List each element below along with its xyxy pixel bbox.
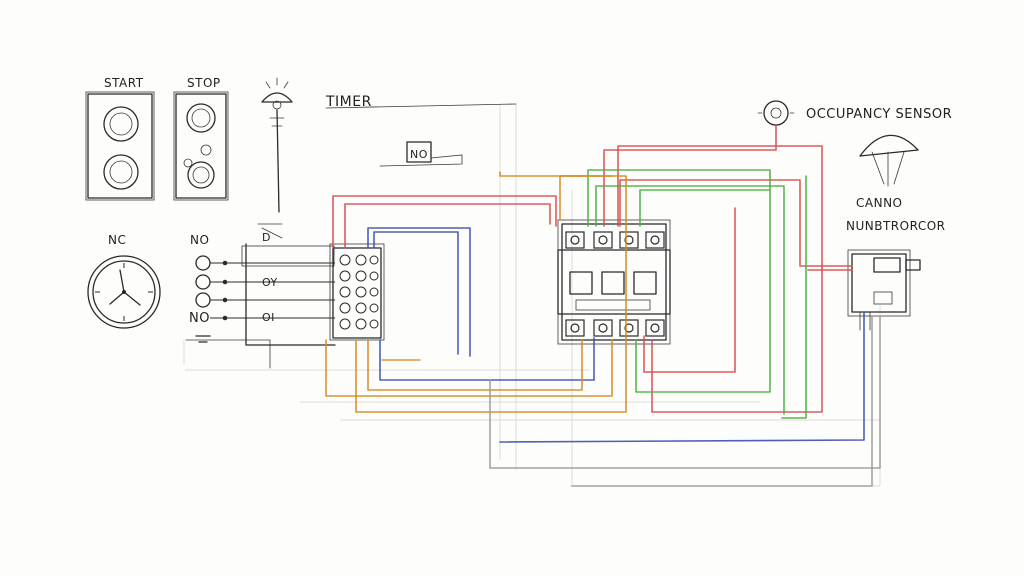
control-label-line2: NUNBTRORCOR: [846, 219, 945, 233]
gray-wire: [489, 315, 881, 469]
start-button-station: START: [85, 76, 155, 201]
start-label: START: [104, 76, 144, 90]
terminal-label-oi: OI: [262, 311, 275, 324]
timer-block: TIMER NO: [325, 94, 517, 167]
terminal-label-oy: OY: [262, 276, 278, 289]
construction-lines: [183, 104, 881, 487]
stop-label: STOP: [187, 76, 221, 90]
no-label-bottom: NO: [189, 311, 210, 326]
orange-wire: [325, 339, 613, 397]
left-terminal-block: [329, 243, 385, 341]
blue-wire: [367, 227, 471, 357]
control-label-line1: CANNO: [856, 196, 903, 210]
no-label-top: NO: [190, 233, 209, 247]
timer-contact-label: NO: [410, 148, 428, 161]
control-module: CANNO NUNBTRORCOR: [846, 196, 945, 331]
clock-icon: NC: [87, 233, 161, 329]
terminal-label-d: D: [262, 231, 271, 244]
contact-terminals: NO NO D OY OI: [185, 223, 336, 369]
green-wire: [587, 169, 771, 227]
occupancy-sensor: OCCUPANCY SENSOR: [757, 100, 952, 187]
lamp-icon: [261, 77, 293, 213]
nc-label-clock: NC: [108, 233, 126, 247]
occupancy-sensor-label: OCCUPANCY SENSOR: [806, 107, 952, 122]
wires: [325, 124, 881, 487]
contactor: [557, 219, 671, 345]
stop-button-station: STOP: [173, 76, 229, 201]
red-wire: [332, 195, 557, 249]
timer-label: TIMER: [325, 94, 372, 110]
